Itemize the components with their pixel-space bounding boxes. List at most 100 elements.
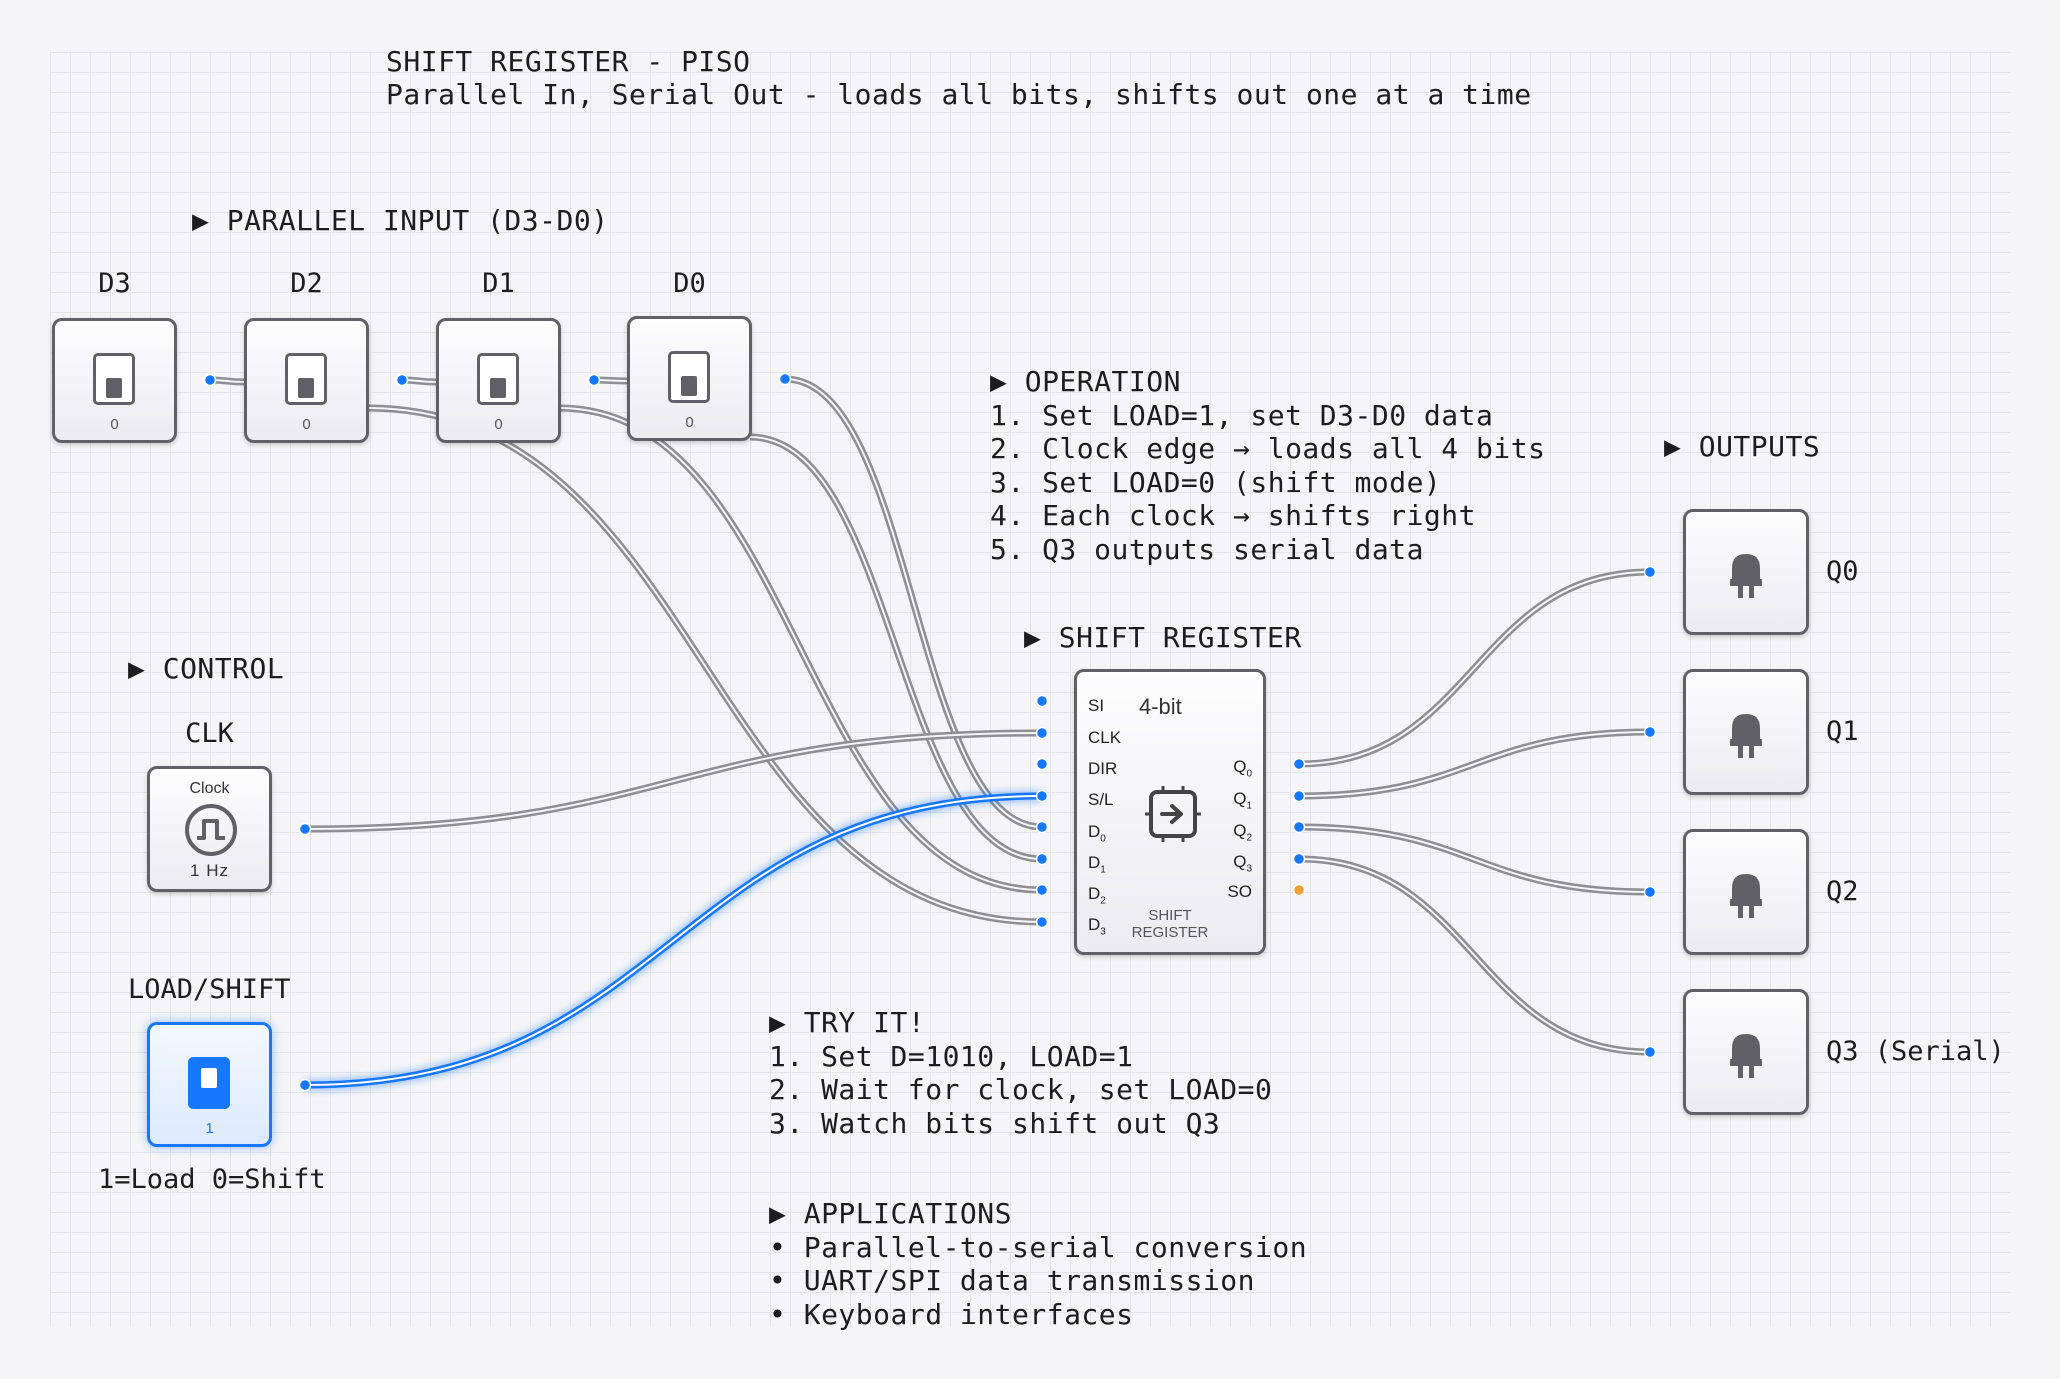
led-label-q0: Q0 (1826, 556, 1859, 587)
operation-step: 2. Clock edge → loads all 4 bits (990, 432, 1546, 465)
register-output-port-so[interactable] (1292, 883, 1306, 897)
application-item: • UART/SPI data transmission (769, 1264, 1256, 1297)
operation-step: 1. Set LOAD=1, set D3-D0 data (990, 399, 1494, 432)
led-label-q1: Q1 (1826, 716, 1859, 747)
pin-clk: CLK (1088, 728, 1122, 747)
register-output-port-q0[interactable] (1292, 757, 1306, 771)
toggle-switch-icon (285, 353, 327, 405)
led-input-port-q0[interactable] (1643, 565, 1657, 579)
try-it-heading: ▶ TRY IT! (769, 1006, 926, 1039)
led-input-port-q2[interactable] (1643, 885, 1657, 899)
switch-d2[interactable]: 0 (244, 318, 369, 443)
switch-label-d0: D0 (673, 268, 706, 299)
operation-step: 4. Each clock → shifts right (990, 499, 1477, 532)
wire-clk-to-register[interactable] (304, 729, 1043, 833)
pin-si: SI (1088, 696, 1105, 715)
page-subtitle: Parallel In, Serial Out - loads all bits… (386, 78, 1532, 111)
led-input-port-q1[interactable] (1643, 725, 1657, 739)
toggle-switch-icon (93, 353, 135, 405)
toggle-switch-icon (668, 351, 710, 403)
pin-so: SO (1227, 882, 1252, 901)
load-shift-label: LOAD/SHIFT (128, 974, 291, 1005)
wire-q1-to-led[interactable] (1298, 728, 1651, 800)
led-label-q2: Q2 (1826, 876, 1859, 907)
control-heading: ▶ CONTROL (128, 652, 285, 685)
application-item: • Keyboard interfaces (769, 1298, 1134, 1331)
led-q2[interactable] (1683, 829, 1809, 955)
load-shift-hint: 1=Load 0=Shift (98, 1164, 326, 1195)
clock-source[interactable]: Clock 1 Hz (147, 766, 272, 892)
led-input-port-q3[interactable] (1643, 1045, 1657, 1059)
switch-label-d1: D1 (482, 268, 515, 299)
switch-label-d3: D3 (98, 268, 131, 299)
register-output-port-q3[interactable] (1292, 852, 1306, 866)
wire-load-to-register[interactable] (304, 791, 1043, 1090)
register-input-port-sl[interactable] (1035, 789, 1049, 803)
d2-output-port[interactable] (395, 373, 409, 387)
parallel-input-heading: ▶ PARALLEL INPUT (D3-D0) (192, 204, 609, 237)
toggle-switch-icon (188, 1057, 230, 1109)
pin-q0: Q0 (1233, 757, 1252, 780)
led-q0[interactable] (1683, 509, 1809, 635)
shift-register-heading: ▶ SHIFT REGISTER (1024, 621, 1302, 654)
try-it-step: 1. Set D=1010, LOAD=1 (769, 1040, 1134, 1073)
applications-heading: ▶ APPLICATIONS (769, 1197, 1013, 1230)
clock-title: Clock (189, 780, 230, 797)
chip-footer: SHIFT REGISTER (1131, 907, 1209, 941)
wire-q3-to-led[interactable] (1298, 855, 1651, 1056)
led-q3[interactable] (1683, 989, 1809, 1115)
chip-arrow-icon (1145, 786, 1201, 842)
operation-step: 3. Set LOAD=0 (shift mode) (990, 466, 1442, 499)
register-input-port-d0[interactable] (1035, 820, 1049, 834)
register-input-port-d2[interactable] (1035, 883, 1049, 897)
pin-q2: Q2 (1233, 821, 1252, 844)
led-icon (1730, 874, 1762, 918)
register-input-port-d3[interactable] (1035, 915, 1049, 929)
wire-q0-to-led[interactable] (1298, 568, 1651, 768)
switch-label-d2: D2 (290, 268, 323, 299)
switch-value: 0 (685, 414, 694, 431)
switch-value: 1 (205, 1120, 214, 1137)
pin-d1: D1 (1088, 853, 1106, 876)
load-shift-switch[interactable]: 1 (147, 1022, 272, 1147)
load-output-port[interactable] (298, 1078, 312, 1092)
led-icon (1730, 714, 1762, 758)
d3-output-port[interactable] (203, 373, 217, 387)
switch-d3[interactable]: 0 (52, 318, 177, 443)
pin-d3: D3 (1088, 915, 1106, 938)
register-output-port-q1[interactable] (1292, 789, 1306, 803)
try-it-step: 2. Wait for clock, set LOAD=0 (769, 1073, 1273, 1106)
clk-output-port[interactable] (298, 822, 312, 836)
clk-label: CLK (185, 718, 234, 749)
register-input-port-clk[interactable] (1035, 726, 1049, 740)
switch-value: 0 (302, 416, 311, 433)
led-q1[interactable] (1683, 669, 1809, 795)
led-icon (1730, 554, 1762, 598)
register-output-port-q2[interactable] (1292, 820, 1306, 834)
application-item: • Parallel-to-serial conversion (769, 1231, 1308, 1264)
toggle-switch-icon (477, 353, 519, 405)
register-input-port-si[interactable] (1035, 694, 1049, 708)
led-icon (1730, 1034, 1762, 1078)
page-title: SHIFT REGISTER - PISO (386, 45, 751, 78)
pin-q3: Q3 (1233, 852, 1252, 875)
d1-output-port[interactable] (587, 373, 601, 387)
chip-title: 4-bit (1139, 694, 1182, 719)
pin-sl: S/L (1088, 790, 1114, 809)
register-input-port-dir[interactable] (1035, 757, 1049, 771)
d0-output-port[interactable] (778, 372, 792, 386)
shift-register-chip[interactable]: 4-bit SI CLK DIR S/L D0 D1 D2 D3 Q0 Q1 Q… (1074, 669, 1266, 955)
wire-q2-to-led[interactable] (1298, 823, 1651, 896)
register-input-port-d1[interactable] (1035, 852, 1049, 866)
operation-step: 5. Q3 outputs serial data (990, 533, 1424, 566)
pin-q1: Q1 (1233, 789, 1252, 812)
switch-d1[interactable]: 0 (436, 318, 561, 443)
wire-d0b-to-register[interactable] (749, 433, 1043, 863)
switch-value: 0 (110, 416, 119, 433)
pin-dir: DIR (1088, 759, 1118, 778)
switch-d0[interactable]: 0 (627, 316, 752, 441)
pin-d0: D0 (1088, 822, 1106, 845)
operation-heading: ▶ OPERATION (990, 365, 1181, 398)
clock-wave-icon (185, 804, 237, 856)
